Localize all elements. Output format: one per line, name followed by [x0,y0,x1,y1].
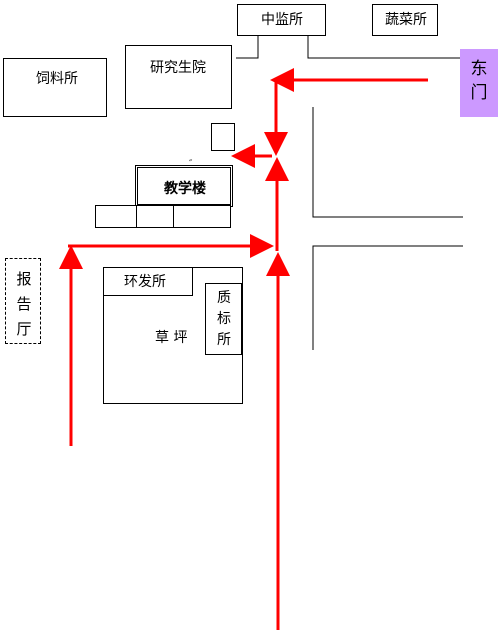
small-block [211,123,235,151]
tick-marks: ″ [189,159,193,169]
road-east-lower [312,245,463,350]
building-huanfasuo[interactable]: 环发所 [103,267,193,296]
building-jiaoxuelou-label: 教学楼 [164,181,206,197]
annex-middle [136,205,174,228]
road-east-upper [312,107,463,218]
annex-right [173,205,231,228]
building-zhongjiansuo[interactable]: 中监所 [237,4,326,36]
building-zhongjiansuo-label: 中监所 [261,12,303,28]
building-yanjiushengyuan-label: 研究生院 [150,60,206,76]
building-zhibiaosuo-label: 质标所 [217,290,231,348]
lawn-label: 草 坪 [155,330,188,346]
building-siliaosuo-label: 饲料所 [36,71,78,87]
east-gate-label: 东门 [470,59,488,103]
building-shucaisuo-label: 蔬菜所 [385,12,427,28]
building-siliaosuo[interactable]: 饲料所 [3,58,107,117]
building-yanjiushengyuan[interactable]: 研究生院 [125,45,232,109]
building-zhibiaosuo[interactable]: 质标所 [205,283,242,355]
east-gate[interactable]: 东门 [460,49,498,117]
building-shucaisuo[interactable]: 蔬菜所 [372,4,438,36]
building-baogaoting[interactable]: 报告厅 [5,258,41,344]
road-north-edge [307,36,460,59]
annex-left [95,205,137,228]
building-huanfasuo-label: 环发所 [124,274,166,290]
building-baogaoting-label: 报告厅 [16,270,32,338]
building-jiaoxuelou[interactable]: 教学楼 [135,165,233,207]
path-connector [236,36,259,59]
